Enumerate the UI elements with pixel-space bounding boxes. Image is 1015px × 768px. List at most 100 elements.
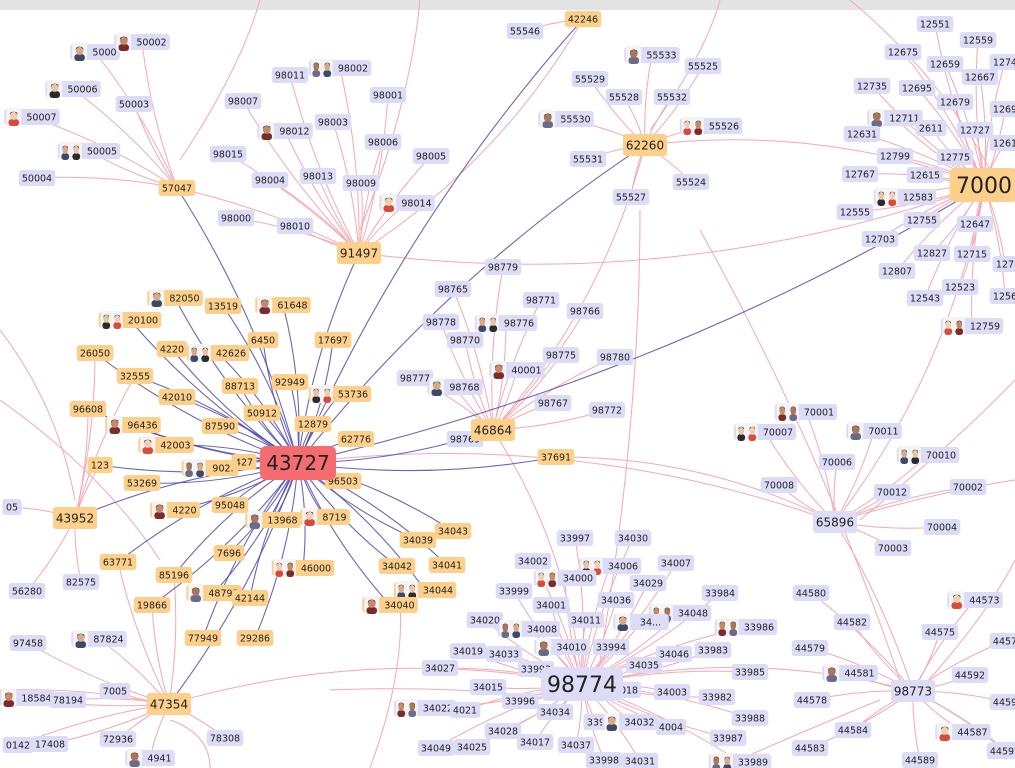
- graph-node-70011[interactable]: 70011: [846, 422, 902, 440]
- graph-node-98009[interactable]: 98009: [342, 175, 380, 191]
- graph-node-34017[interactable]: 34017: [516, 734, 554, 750]
- graph-node-12799[interactable]: 12799: [876, 148, 914, 164]
- graph-node-50002[interactable]: 50002: [114, 33, 170, 51]
- graph-node-97458[interactable]: 97458: [9, 635, 47, 651]
- graph-node-70012[interactable]: 70012: [873, 484, 911, 500]
- graph-node-13519[interactable]: 13519: [204, 298, 242, 314]
- graph-node-12879[interactable]: 12879: [294, 416, 332, 432]
- graph-node-44575[interactable]: 44575: [921, 624, 959, 640]
- graph-node-70003[interactable]: 70003: [874, 540, 912, 556]
- graph-node-98010[interactable]: 98010: [276, 218, 314, 234]
- graph-node-33998[interactable]: 33998: [585, 752, 623, 768]
- graph-node-34007[interactable]: 34007: [657, 555, 695, 571]
- graph-node-2611[interactable]: 2611: [915, 120, 947, 136]
- graph-node-34043[interactable]: 34043: [434, 523, 472, 539]
- graph-node-44584[interactable]: 44584: [834, 722, 872, 738]
- graph-node-98775[interactable]: 98775: [542, 347, 580, 363]
- hub-node-91497[interactable]: 91497: [337, 242, 381, 264]
- graph-node-55524[interactable]: 55524: [672, 174, 710, 190]
- graph-node-12667[interactable]: 12667: [961, 69, 999, 85]
- graph-node-32555[interactable]: 32555: [116, 368, 154, 384]
- graph-node-37691[interactable]: 37691: [537, 449, 575, 465]
- graph-node-55532[interactable]: 55532: [653, 89, 691, 105]
- graph-node-34029[interactable]: 34029: [629, 575, 667, 591]
- hub-node-98774[interactable]: 98774: [541, 667, 623, 701]
- graph-node-56280[interactable]: 56280: [8, 583, 46, 599]
- graph-node-70010[interactable]: 70010: [896, 446, 960, 464]
- graph-node-98006[interactable]: 98006: [364, 134, 402, 150]
- graph-node-72936[interactable]: 72936: [99, 731, 137, 747]
- graph-node-12759[interactable]: 12759: [940, 317, 1004, 335]
- hub-node-65896[interactable]: 65896: [813, 511, 857, 533]
- graph-node-50006[interactable]: 50006: [45, 80, 101, 98]
- graph-node-1274[interactable]: 1274: [989, 54, 1015, 70]
- graph-node-55527[interactable]: 55527: [612, 189, 650, 205]
- graph-node-98765[interactable]: 98765: [434, 281, 472, 297]
- graph-node-12615[interactable]: 12615: [906, 167, 944, 183]
- graph-node-127[interactable]: 127: [992, 256, 1015, 272]
- graph-node-12675[interactable]: 12675: [884, 44, 922, 60]
- graph-node-1261[interactable]: 1261: [989, 135, 1015, 151]
- graph-node-34044[interactable]: 34044: [393, 581, 457, 599]
- graph-node-33984[interactable]: 33984: [701, 585, 739, 601]
- graph-node-34011[interactable]: 34011: [567, 612, 605, 628]
- graph-node-44578[interactable]: 44578: [793, 692, 831, 708]
- graph-node-44573[interactable]: 44573: [947, 591, 1003, 609]
- graph-node-98768[interactable]: 98768: [427, 378, 483, 396]
- graph-node-33999[interactable]: 33999: [495, 583, 533, 599]
- graph-node-12695[interactable]: 12695: [898, 80, 936, 96]
- graph-node-12735[interactable]: 12735: [853, 78, 891, 94]
- graph-node-34000[interactable]: 34000: [533, 569, 597, 587]
- graph-node-05[interactable]: 05: [2, 499, 22, 515]
- graph-node-96608[interactable]: 96608: [69, 401, 107, 417]
- graph-node-33996[interactable]: 33996: [501, 693, 539, 709]
- hub-node-98773[interactable]: 98773: [891, 680, 935, 702]
- hub-node-47354[interactable]: 47354: [147, 693, 191, 715]
- graph-node-33983[interactable]: 33983: [694, 642, 732, 658]
- graph-node-34037[interactable]: 34037: [557, 737, 595, 753]
- graph-node-44587[interactable]: 44587: [935, 723, 991, 741]
- graph-node-44597[interactable]: 44597: [986, 743, 1015, 759]
- graph-node-1256[interactable]: 1256: [989, 288, 1015, 304]
- graph-node-98003[interactable]: 98003: [314, 114, 352, 130]
- graph-node-98004[interactable]: 98004: [251, 172, 289, 188]
- graph-node-5000[interactable]: 5000: [70, 43, 120, 61]
- graph-node-4220[interactable]: 4220: [156, 341, 188, 357]
- graph-node-98767[interactable]: 98767: [534, 395, 572, 411]
- graph-node-77949[interactable]: 77949: [184, 630, 222, 646]
- graph-node-44580[interactable]: 44580: [792, 585, 830, 601]
- graph-node-12703[interactable]: 12703: [861, 231, 899, 247]
- graph-node-55530[interactable]: 55530: [538, 110, 594, 128]
- graph-node-4941[interactable]: 4941: [125, 749, 175, 767]
- graph-node-33982[interactable]: 33982: [698, 689, 736, 705]
- graph-node-70004[interactable]: 70004: [923, 519, 961, 535]
- graph-node-34019[interactable]: 34019: [449, 643, 487, 659]
- graph-node-98011[interactable]: 98011: [271, 67, 309, 83]
- graph-node-53269[interactable]: 53269: [123, 475, 161, 491]
- graph-node-29286[interactable]: 29286: [236, 630, 274, 646]
- graph-node-1269[interactable]: 1269: [989, 101, 1015, 117]
- graph-node-33994[interactable]: 33994: [592, 639, 630, 655]
- graph-node-12715[interactable]: 12715: [953, 246, 991, 262]
- graph-node-98015[interactable]: 98015: [209, 146, 247, 162]
- graph-node-98005[interactable]: 98005: [412, 148, 450, 164]
- nodes-layer[interactable]: 5000500025000650003500075000550004980119…: [0, 11, 1015, 768]
- hub-node-7000[interactable]: 7000: [949, 168, 1015, 202]
- graph-node-70007[interactable]: 70007: [733, 423, 797, 441]
- graph-node-50007[interactable]: 50007: [4, 108, 60, 126]
- graph-node-98014[interactable]: 98014: [379, 194, 435, 212]
- graph-node-44589[interactable]: 44589: [901, 752, 939, 768]
- graph-node-12727[interactable]: 12727: [956, 122, 994, 138]
- graph-node-95048[interactable]: 95048: [211, 497, 249, 513]
- graph-node-34008[interactable]: 34008: [497, 620, 561, 638]
- graph-node-12555[interactable]: 12555: [836, 204, 874, 220]
- graph-node-61648[interactable]: 61648: [255, 296, 311, 314]
- graph-node-6450[interactable]: 6450: [247, 332, 279, 348]
- graph-node-12583[interactable]: 12583: [873, 188, 937, 206]
- graph-node-34049[interactable]: 34049: [417, 740, 455, 756]
- graph-node-42626[interactable]: 42626: [186, 344, 250, 362]
- graph-node-87590[interactable]: 87590: [201, 418, 239, 434]
- graph-node-4457[interactable]: 4457: [989, 633, 1015, 649]
